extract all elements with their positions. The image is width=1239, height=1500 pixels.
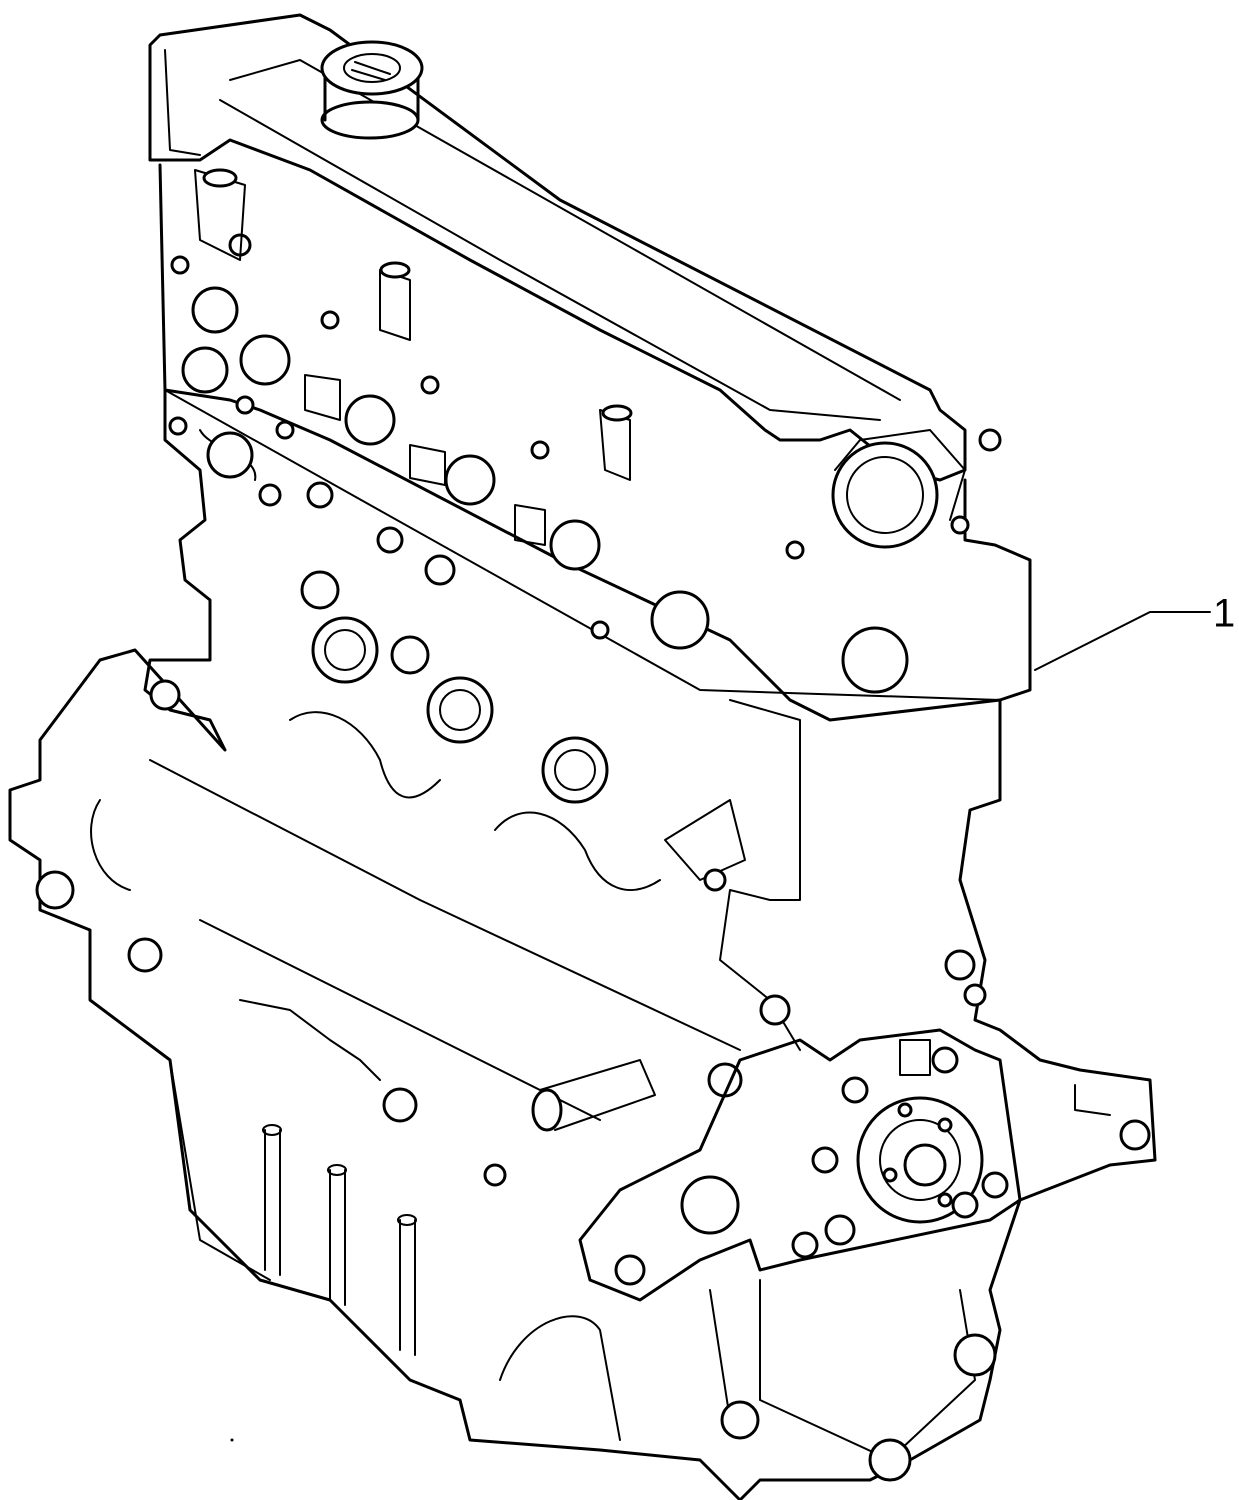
valve-cover (148, 13, 967, 482)
oil-filler-cap (320, 40, 424, 140)
callout-1: 1 (1034, 592, 1235, 671)
callout-label: 1 (1213, 592, 1235, 636)
scan-speck (230, 1438, 234, 1442)
cylinder-head (158, 163, 1032, 722)
scan-speck (83, 678, 87, 682)
oil-pan (169, 999, 621, 1441)
crankshaft-flange (578, 1028, 1151, 1482)
intake-ports (289, 481, 661, 891)
callout-leader-line (1034, 611, 1211, 671)
engine-block (8, 388, 1157, 1500)
